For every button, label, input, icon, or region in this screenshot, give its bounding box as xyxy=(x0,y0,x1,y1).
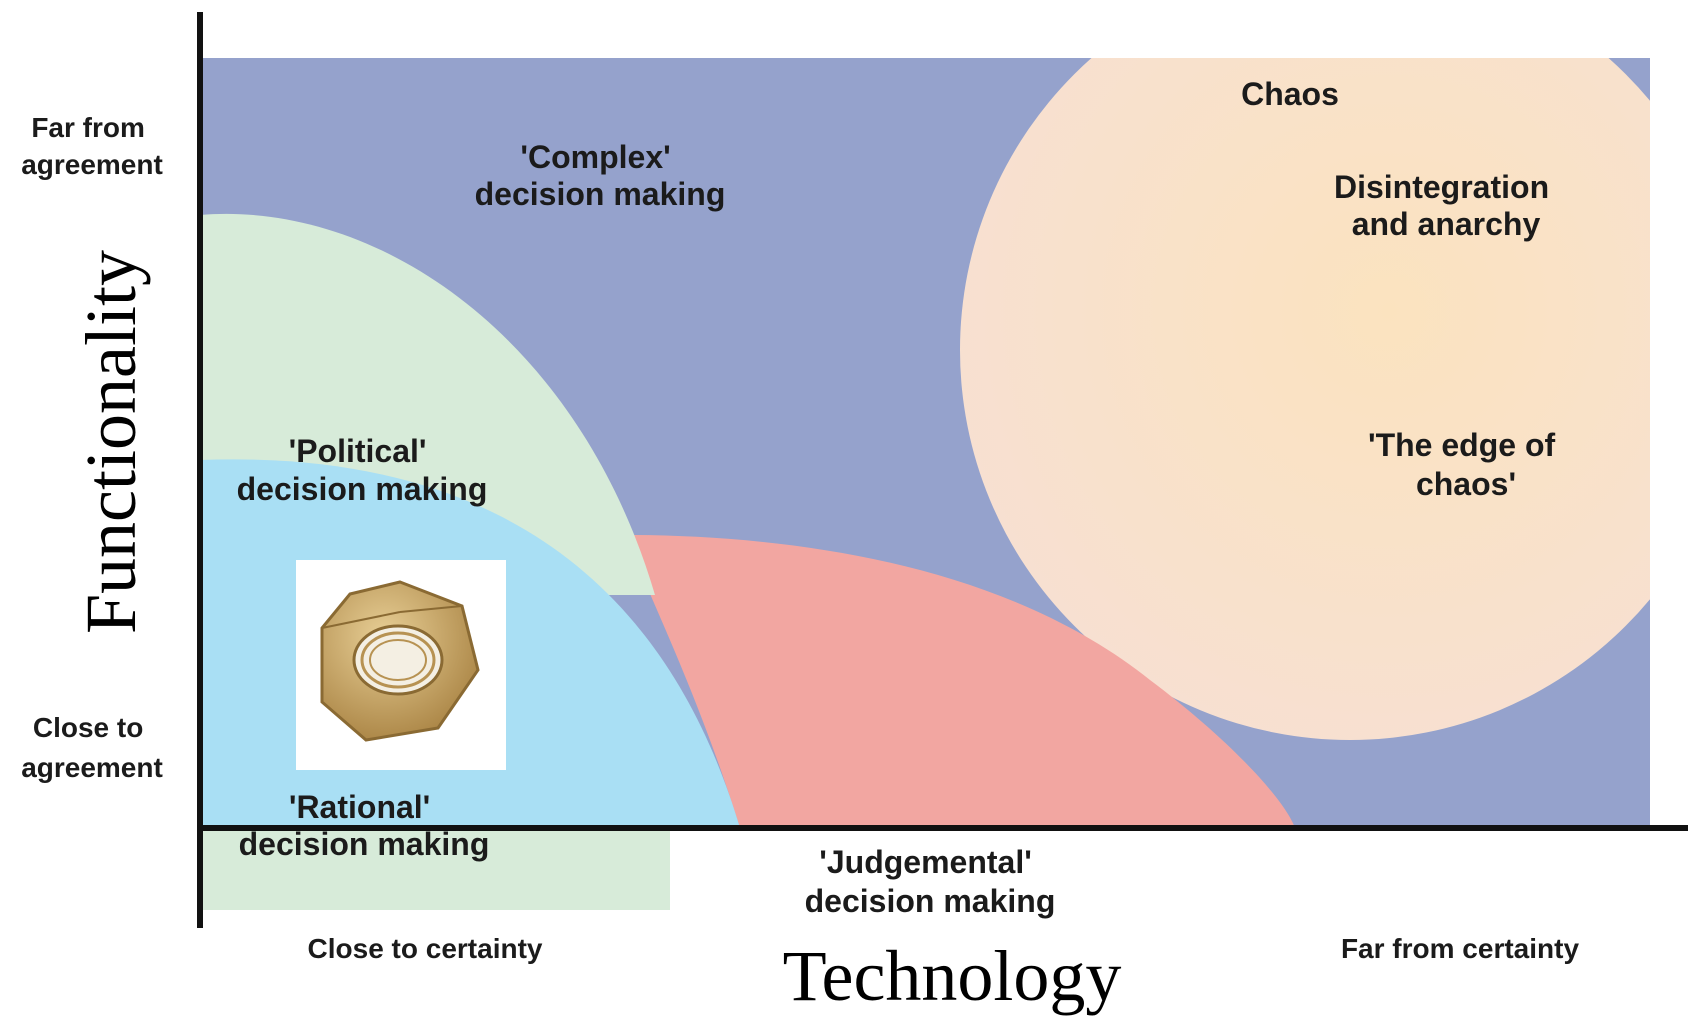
y-top-label-line1: Far from xyxy=(31,112,145,143)
y-top-label-line2: agreement xyxy=(21,149,163,180)
judgemental-label-line1: 'Judgemental' xyxy=(819,844,1032,880)
political-label-line2: decision making xyxy=(237,471,488,507)
edge-label-line1: 'The edge of xyxy=(1368,427,1556,463)
judgemental-label-line2: decision making xyxy=(805,883,1056,919)
x-right-label: Far from certainty xyxy=(1341,933,1579,964)
svg-text:'Political' decision makin: 'Political' decision making xyxy=(237,433,488,507)
svg-text:'Complex' decision making: 'Complex' decision making xyxy=(475,139,726,212)
disintegration-label-line2: and anarchy xyxy=(1352,206,1541,242)
judgemental-region xyxy=(625,535,1295,828)
complex-label-line2: decision making xyxy=(475,176,726,212)
complex-label-line1: 'Complex' xyxy=(520,139,670,175)
y-bottom-label-line2: agreement xyxy=(21,752,163,783)
chaos-label: Chaos xyxy=(1241,76,1339,112)
chaos-region xyxy=(960,58,1650,740)
svg-text:Far from agreement: Far from agreement xyxy=(21,112,163,180)
rational-label-line2: decision making xyxy=(239,826,490,862)
hex-nut-icon xyxy=(296,560,506,770)
y-axis-title: Functionality xyxy=(71,250,151,634)
disintegration-label-line1: Disintegration xyxy=(1334,169,1549,205)
rational-label-line1: 'Rational' xyxy=(289,789,430,825)
svg-text:Disintegration and anarchy: Disintegration and anarchy xyxy=(1334,169,1558,242)
svg-text:'Judgemental' decision mak: 'Judgemental' decision making xyxy=(805,844,1056,919)
x-axis-title: Technology xyxy=(783,936,1122,1016)
svg-text:'The edge of chaos': 'The edge of chaos' xyxy=(1368,427,1564,502)
x-left-label: Close to certainty xyxy=(308,933,543,964)
svg-text:'Rational' decision making: 'Rational' decision making xyxy=(239,789,490,862)
edge-label-line2: chaos' xyxy=(1416,466,1516,502)
rational-extension xyxy=(200,828,670,910)
svg-text:Close to agreement: Close to agreement xyxy=(21,712,163,783)
political-label-line1: 'Political' xyxy=(289,433,427,469)
y-bottom-label-line1: Close to xyxy=(33,712,143,743)
